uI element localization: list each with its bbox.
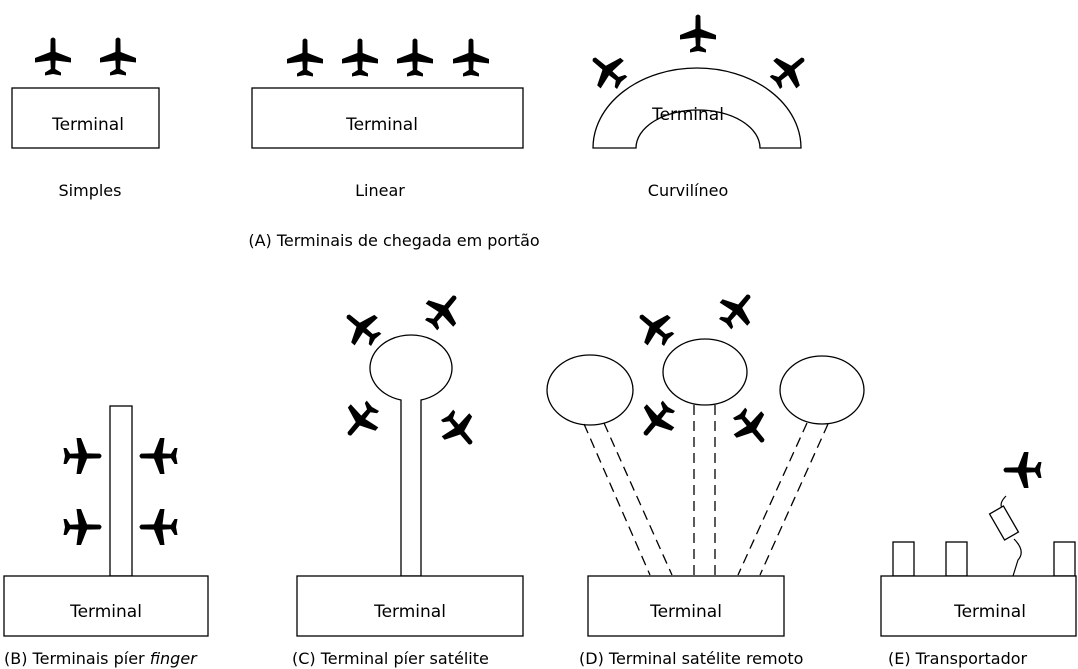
airplane-icon: [63, 509, 102, 545]
caption-d: (D) Terminal satélite remoto: [579, 649, 803, 668]
airplane-icon: [628, 301, 681, 354]
caption-b: (B) Terminais píer finger: [4, 649, 198, 668]
airplane-icon: [334, 394, 387, 447]
pier-satellite-group: Terminal (C) Terminal píer satélite: [292, 284, 524, 668]
airplane-icon: [417, 284, 470, 337]
terminal-box-simples: [11, 87, 160, 149]
caption-b-prefix: (B) Terminais píer: [4, 649, 150, 668]
caption-a: (A) Terminais de chegada em portão: [248, 231, 539, 250]
terminal-box-c: [296, 575, 524, 637]
airplane-icon: [100, 37, 136, 76]
airplane-icon: [711, 283, 764, 336]
tunnel-dash: [603, 422, 673, 576]
airplane-icon: [63, 438, 102, 474]
tunnel-dash: [583, 423, 651, 576]
airplane-icon: [433, 403, 486, 456]
terminal-arc-curvilineo: [592, 67, 802, 149]
remote-satellite-center: [662, 338, 748, 406]
caption-e: (E) Transportador: [888, 649, 1028, 668]
gate-block: [1053, 541, 1076, 577]
remote-satellite-right: [779, 355, 865, 425]
airplane-icon: [1003, 452, 1042, 488]
remote-satellite-group: Terminal (D) Terminal satélite remoto: [546, 283, 865, 668]
terminal-box-b: [3, 575, 209, 637]
terminal-label: Terminal: [649, 602, 722, 622]
airplane-icon: [397, 38, 433, 77]
curvilineo-group: Terminal Curvilíneo: [581, 14, 816, 200]
terminal-box-e: [880, 575, 1077, 637]
airplane-icon: [139, 438, 178, 474]
caption-simples: Simples: [59, 181, 122, 200]
airplane-icon: [342, 38, 378, 77]
airplane-icon: [725, 401, 778, 454]
tunnel-dash: [759, 423, 829, 576]
airplane-icon: [139, 509, 178, 545]
terminal-box-linear: [251, 87, 524, 149]
transporter-path: [1012, 538, 1022, 577]
gate-block: [892, 541, 915, 577]
caption-c: (C) Terminal píer satélite: [292, 649, 489, 668]
caption-curvilineo: Curvilíneo: [648, 181, 728, 200]
terminal-label: Terminal: [69, 602, 142, 622]
airplane-icon: [630, 394, 683, 447]
linear-group: Terminal Linear: [251, 38, 524, 200]
satellite-pier: [369, 334, 453, 577]
airplane-icon: [35, 37, 71, 76]
simples-group: Terminal Simples: [11, 37, 160, 200]
airplane-icon: [287, 38, 323, 77]
airplane-icon: [680, 14, 716, 53]
terminal-label: Terminal: [953, 602, 1026, 622]
pier-finger: [109, 405, 133, 577]
terminal-box-d: [587, 575, 785, 637]
caption-b-italic: finger: [150, 649, 198, 668]
caption-linear: Linear: [355, 181, 405, 200]
terminal-label: Terminal: [345, 115, 418, 135]
transporter-group: Terminal (E) Transportador: [880, 452, 1077, 668]
remote-satellite-left: [546, 354, 634, 426]
terminal-label: Terminal: [51, 115, 124, 135]
airplane-icon: [453, 38, 489, 77]
terminal-label: Terminal: [373, 602, 446, 622]
tunnel-dash: [737, 422, 808, 576]
airplane-icon: [763, 44, 816, 97]
gate-block: [945, 541, 968, 577]
transporter-vehicle: [988, 505, 1020, 541]
terminal-label: Terminal: [651, 105, 724, 125]
pier-finger-group: Terminal (B) Terminais píer finger: [3, 405, 209, 668]
